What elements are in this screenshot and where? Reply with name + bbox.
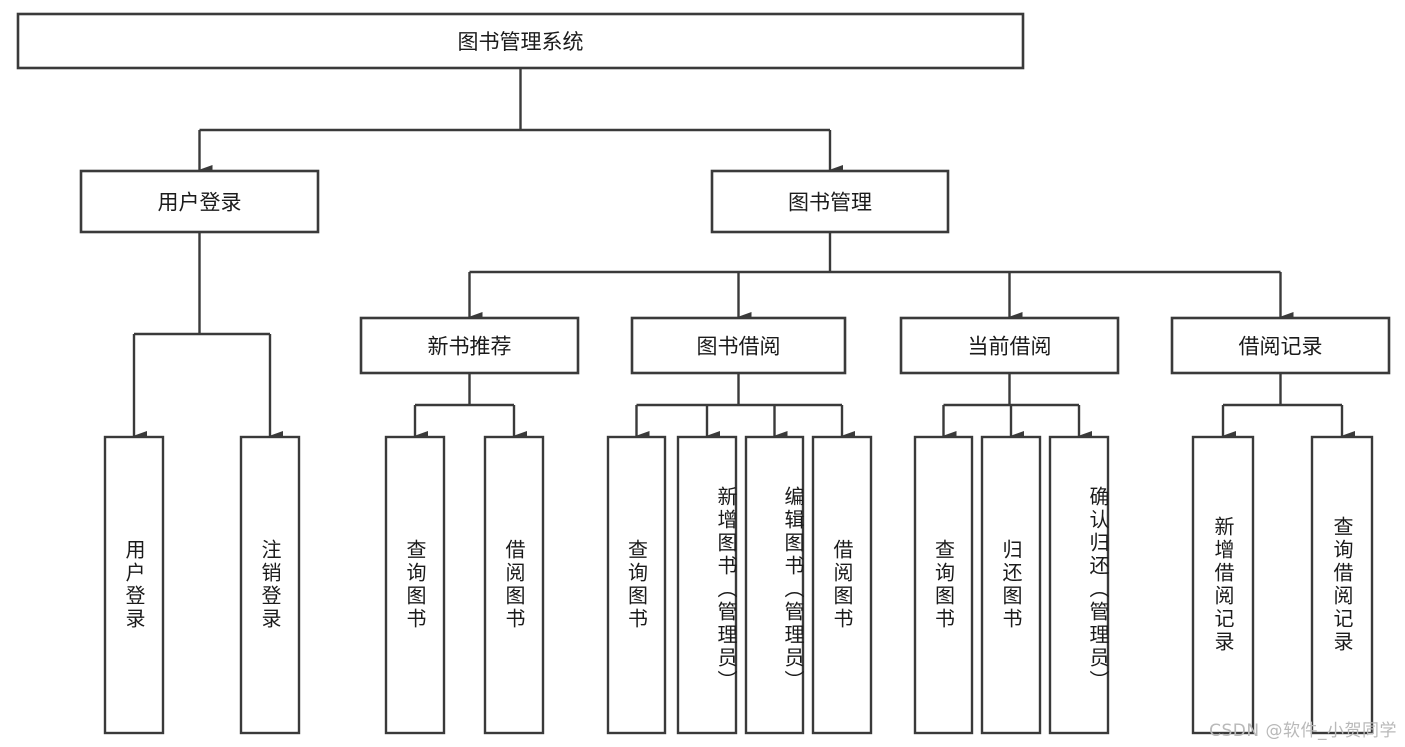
node-label-user-login: 用户登录 [158,191,242,215]
connector-lines [132,68,1355,441]
node-label-borrow-record: 借阅记录 [1239,335,1323,359]
node-box-leaf-borrow-book-1[interactable] [483,435,545,735]
node-box-leaf-add-record[interactable] [1191,435,1255,735]
node-box-leaf-query-book-2[interactable] [606,435,667,735]
node-label-current-borrow: 当前借阅 [968,335,1052,359]
node-box-book-borrow[interactable] [630,316,847,375]
node-box-leaf-confirm-return[interactable] [1048,435,1110,735]
node-box-user-login[interactable] [79,169,320,234]
node-box-leaf-logout[interactable] [239,435,301,735]
node-box-leaf-return-book[interactable] [980,435,1042,735]
node-box-current-borrow[interactable] [899,316,1120,375]
node-label-book-manage: 图书管理 [788,191,872,215]
node-boxes [16,12,1391,735]
node-box-leaf-borrow-book-2[interactable] [811,435,873,735]
node-label-new-book-rec: 新书推荐 [428,335,512,359]
node-box-root[interactable] [16,12,1025,70]
node-label-root: 图书管理系统 [458,30,584,54]
node-box-leaf-user-login[interactable] [103,435,165,735]
node-label-book-borrow: 图书借阅 [697,335,781,359]
node-box-book-manage[interactable] [710,169,950,234]
node-box-leaf-query-book-1[interactable] [384,435,446,735]
watermark-text: CSDN @软件_小贺同学 [1209,721,1397,741]
node-box-leaf-query-book-3[interactable] [913,435,974,735]
node-box-leaf-edit-book[interactable] [744,435,805,735]
node-box-new-book-rec[interactable] [359,316,580,375]
node-box-leaf-add-book[interactable] [676,435,738,735]
node-box-borrow-record[interactable] [1170,316,1391,375]
node-box-leaf-query-record[interactable] [1310,435,1374,735]
